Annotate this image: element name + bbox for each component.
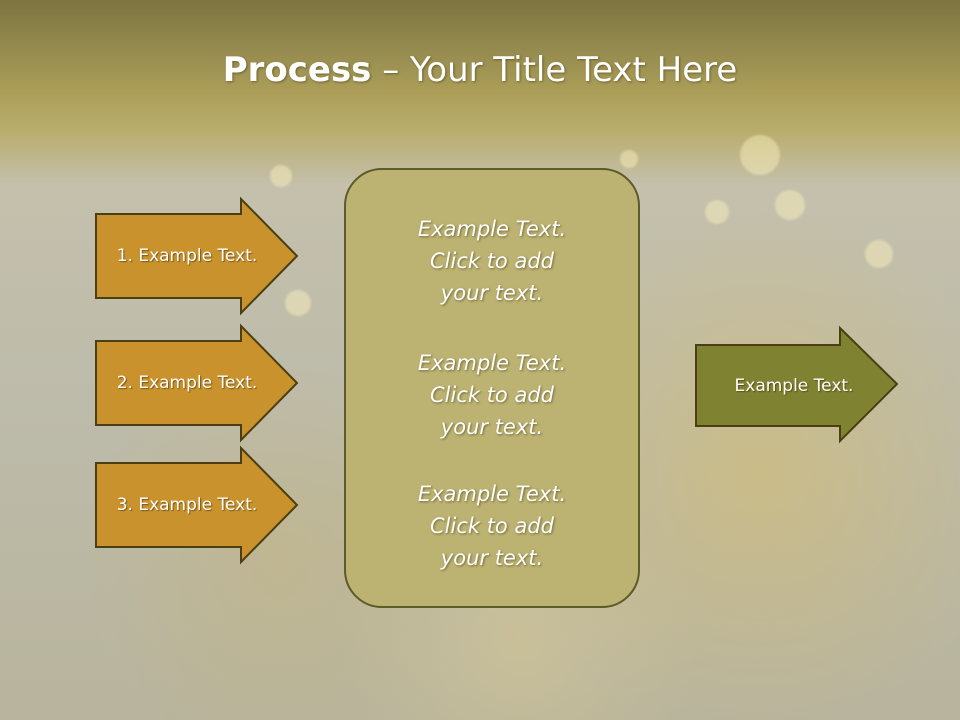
left-arrow-3[interactable]	[95, 445, 299, 565]
slide-title: Process – Your Title Text Here	[0, 50, 960, 90]
left-arrow-1-label: 1. Example Text.	[116, 246, 258, 266]
center-text-line: Click to add	[429, 514, 554, 538]
center-text-line: your text.	[440, 281, 544, 305]
right-arrow-label: Example Text.	[734, 375, 854, 396]
center-text-line: Click to add	[429, 249, 554, 273]
center-text-block-3[interactable]: Example Text. Click to add your text.	[344, 478, 640, 574]
left-arrow-3-label: 3. Example Text.	[116, 495, 258, 515]
left-arrow-2-label: 2. Example Text.	[116, 373, 258, 393]
left-arrow-1[interactable]	[95, 196, 299, 316]
center-text-line: your text.	[440, 415, 544, 439]
center-text-line: Example Text.	[417, 482, 567, 506]
center-process-box[interactable]	[344, 168, 640, 608]
center-text-block-1[interactable]: Example Text. Click to add your text.	[344, 213, 640, 309]
right-arrow[interactable]	[695, 325, 899, 444]
center-text-block-2[interactable]: Example Text. Click to add your text.	[344, 347, 640, 443]
title-rest: – Your Title Text Here	[371, 50, 738, 90]
center-text-line: Click to add	[429, 383, 554, 407]
center-text-line: Example Text.	[417, 217, 567, 241]
title-bold: Process	[222, 50, 372, 90]
center-text-line: your text.	[440, 546, 544, 570]
left-arrow-2[interactable]	[95, 323, 299, 443]
center-text-line: Example Text.	[417, 351, 567, 375]
